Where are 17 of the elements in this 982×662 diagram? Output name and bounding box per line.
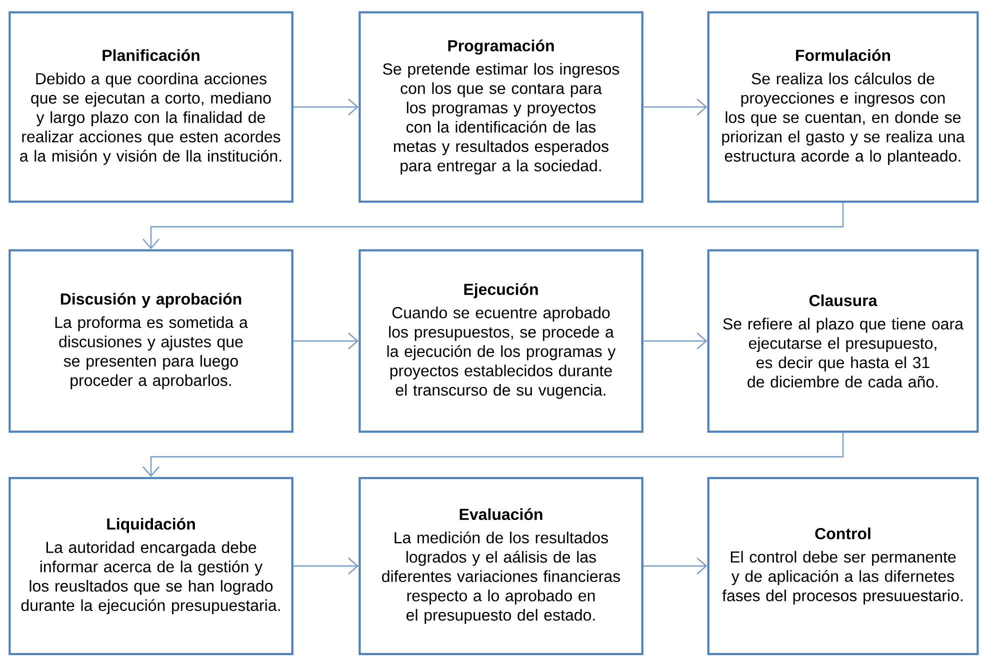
arrow: [142, 432, 844, 477]
process-box: Clausura Se refiere al plazo que tiene oara ejecutarse el presupuesto, es decir que hasta el 31 de diciembre de cada año.: [707, 249, 979, 433]
arrow: [293, 98, 359, 116]
arrow: [643, 332, 708, 350]
process-box: Liquidación La autoridad encargada debe informar acerca de la gestión y los reusltados que se han logrado durante la ejecución presupuestaria.: [8, 476, 294, 656]
process-box: Planificación Debido a que coordina acciones que se ejecutan a corto, mediano y largo plazo con la finalidad de realizar acciones que esten acordes a la misión y visión de lla institución.: [8, 11, 294, 203]
process-box: Programación Se pretende estimar los ingresos con los que se contara para los programas y proyectos con la identificación de las metas y resultados esperados para entregar a la sociedad.: [358, 11, 644, 203]
process-box: Ejecución Cuando se ecuentre aprobado los presupuestos, se procede a la ejecución de los programas y proyectos establecidos durante el transcurso de su vugencia.: [358, 249, 644, 433]
arrow: [643, 98, 708, 116]
arrow: [293, 332, 359, 350]
arrow: [293, 558, 359, 574]
process-box: Discusión y aprobación La proforma es sometida a discusiones y ajustes que se presenten para luego proceder a aprobarlos.: [8, 249, 294, 433]
process-box: Evaluación La medición de los resultados logrados y el aálisis de las diferentes variaciones financieras respecto a lo aprobado en el presupuesto del estado.: [358, 476, 644, 656]
process-box: Control El control debe ser permanente y de aplicación a las difernetes fases del procesos presuuestario.: [707, 476, 979, 656]
process-box: Formulación Se realiza los cálculos de proyecciones e ingresos con los que se cuentan, en donde se priorizan el gasto y se realiza una estructura acorde a lo planteado.: [707, 11, 979, 203]
arrow: [643, 558, 708, 574]
arrow: [142, 202, 844, 250]
